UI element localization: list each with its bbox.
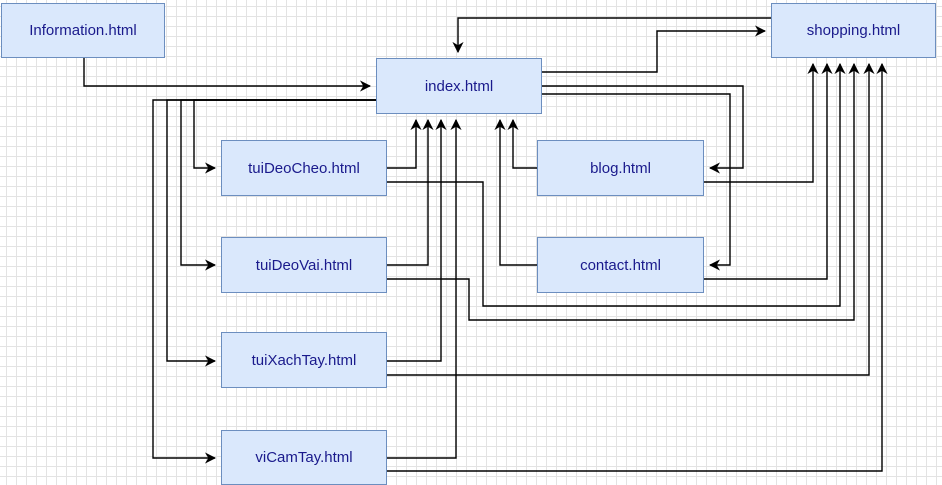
edge-index-to-blog [542, 85, 744, 174]
node-information[interactable]: Information.html [1, 3, 165, 58]
node-contact-label: contact.html [580, 256, 661, 274]
node-blog-label: blog.html [590, 159, 651, 177]
edge-index-to-shopping [542, 25, 767, 73]
node-tuiDeoCheo[interactable]: tuiDeoCheo.html [221, 140, 387, 196]
edge-tuiXachTay-to-index [387, 118, 447, 362]
node-contact[interactable]: contact.html [537, 237, 704, 293]
edge-index-to-viCamTay [152, 99, 376, 464]
edge-index-to-contact [542, 93, 731, 271]
edge-information-to-index [83, 58, 372, 92]
node-index-label: index.html [424, 77, 494, 95]
node-blog[interactable]: blog.html [537, 140, 704, 196]
edge-tuiDeoCheo-to-shopping [387, 62, 846, 307]
node-viCamTay-label: viCamTay.html [255, 449, 353, 466]
edge-contact-to-index [494, 118, 537, 266]
edge-viCamTay-to-shopping [387, 62, 888, 472]
edge-tuiXachTay-to-shopping [387, 62, 875, 376]
node-viCamTay[interactable]: viCamTay.html [221, 430, 387, 485]
edge-shopping-to-index [452, 17, 771, 54]
node-tuiXachTay-label: tuiXachTay.html [251, 351, 357, 369]
edge-tuiDeoVai-to-shopping [387, 62, 860, 321]
edge-tuiDeoCheo-to-index [387, 118, 422, 169]
node-tuiXachTay[interactable]: tuiXachTay.html [221, 332, 387, 388]
edge-blog-to-shopping [704, 62, 819, 183]
node-tuiDeoVai[interactable]: tuiDeoVai.html [221, 237, 387, 293]
node-shopping-label: shopping.html [806, 22, 901, 39]
node-tuiDeoCheo-label: tuiDeoCheo.html [248, 159, 360, 177]
edge-blog-to-index [507, 118, 537, 169]
edge-contact-to-shopping [704, 62, 833, 280]
edge-viCamTay-to-index [387, 118, 462, 459]
node-index[interactable]: index.html [376, 58, 542, 114]
edge-tuiDeoVai-to-index [387, 118, 434, 266]
node-shopping[interactable]: shopping.html [771, 3, 936, 58]
node-information-label: Information.html [29, 22, 137, 39]
node-tuiDeoVai-label: tuiDeoVai.html [255, 256, 353, 274]
